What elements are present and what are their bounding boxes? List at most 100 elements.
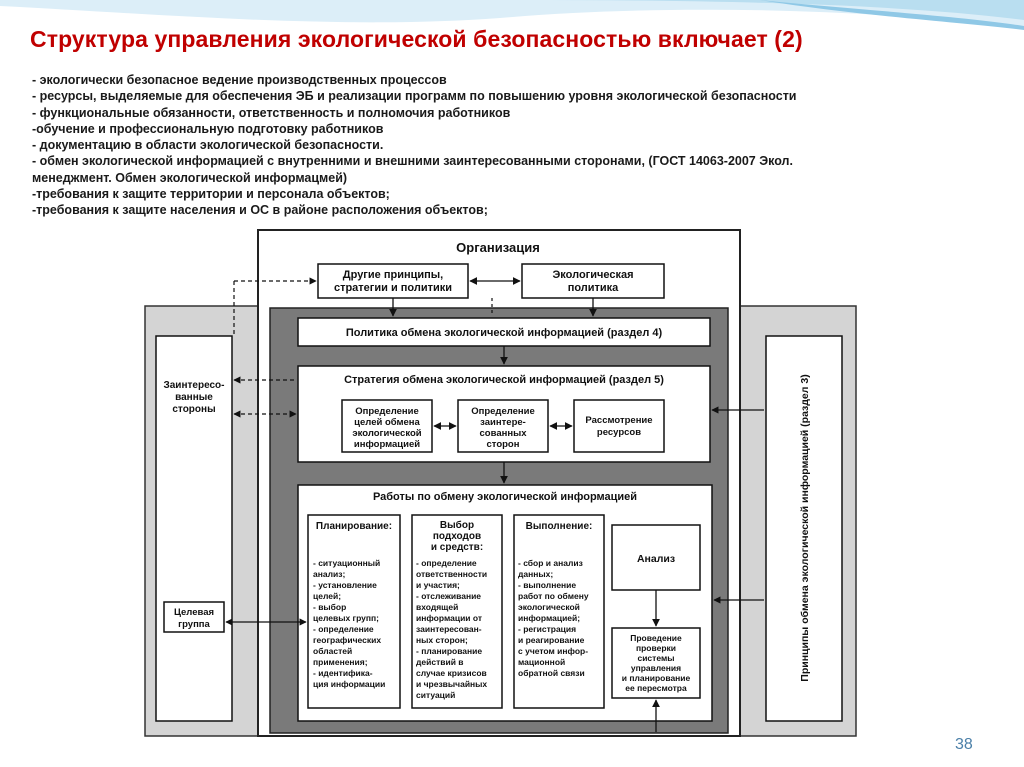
execution-line: с учетом инфор- xyxy=(518,646,588,656)
bullet-item: -обучение и профессиональную подготовку … xyxy=(32,121,384,136)
execution-line: информацией; xyxy=(518,613,580,623)
bullet-item: -требования к защите населения и ОС в ра… xyxy=(32,203,488,218)
policy-exchange-box xyxy=(297,317,711,347)
review-line: системы xyxy=(637,653,674,663)
target-group-line: Целевая xyxy=(174,607,214,618)
planning-line: ция информации xyxy=(313,679,385,689)
strategy-goals-line: экологической xyxy=(352,428,421,439)
execution-line: и реагирование xyxy=(518,635,585,645)
target-group-line: группа xyxy=(178,619,210,630)
choice-title-line: подходов xyxy=(433,531,481,542)
execution-line: - выполнение xyxy=(518,580,576,590)
choice-line: действий в xyxy=(416,657,464,667)
bullet-item: менеджмент. Обмен экологической информац… xyxy=(32,170,348,185)
execution-lines: - сбор и анализ данных; - выполнение раб… xyxy=(518,558,589,678)
planning-line: применения; xyxy=(313,657,368,667)
execution-line: - регистрация xyxy=(518,624,576,634)
other-principles-box xyxy=(317,263,469,299)
execution-line: обратной связи xyxy=(518,668,585,678)
page-number: 38 xyxy=(955,736,973,753)
other-principles-line: стратегии и политики xyxy=(334,282,452,294)
principles-vertical-label: Принципы обмена экологической информацие… xyxy=(799,374,811,681)
bullet-list: - экологически безопасное ведение произв… xyxy=(32,72,932,219)
analysis-label: Анализ xyxy=(637,553,675,565)
strategy-resources-box xyxy=(573,399,665,453)
planning-line: - идентифика- xyxy=(313,668,373,678)
strategy-goals-line: целей обмена xyxy=(354,417,420,428)
policy-exchange-label: Политика обмена экологической информацие… xyxy=(346,327,663,339)
choice-line: - определение xyxy=(416,558,477,568)
execution-line: - сбор и анализ xyxy=(518,558,583,568)
planning-line: - выбор xyxy=(313,602,346,612)
strategy-title: Стратегия обмена экологической информаци… xyxy=(344,374,664,386)
execution-line: экологической xyxy=(518,602,580,612)
strategy-parties-box xyxy=(457,399,549,453)
review-line: и планирование xyxy=(622,673,691,683)
stakeholders-line: Заинтересо- xyxy=(163,380,224,391)
strategy-resources-line: ресурсов xyxy=(597,427,641,438)
review-box xyxy=(611,627,701,699)
choice-line: ответственности xyxy=(416,569,487,579)
planning-line: областей xyxy=(313,646,352,656)
strategy-goals-line: Определение xyxy=(355,406,419,417)
strategy-parties-line: Определение xyxy=(471,406,535,417)
choice-box xyxy=(411,514,503,709)
execution-line: мационной xyxy=(518,657,565,667)
execution-line: работ по обмену xyxy=(518,591,589,601)
stakeholders-line: стороны xyxy=(172,404,215,415)
planning-line: - установление xyxy=(313,580,377,590)
strategy-goals-line: информацией xyxy=(354,439,420,450)
stakeholders-box xyxy=(155,335,233,722)
review-line: управления xyxy=(631,663,681,673)
strategy-parties-line: заинтере- xyxy=(480,417,526,428)
choice-line: заинтересован- xyxy=(416,624,482,634)
planning-line: анализ; xyxy=(313,569,345,579)
analysis-box xyxy=(611,524,701,591)
bullet-item: -требования к защите территории и персон… xyxy=(32,187,390,202)
bullet-item: - документацию в области экологической б… xyxy=(32,138,384,153)
execution-title: Выполнение: xyxy=(526,521,593,532)
review-line: проверки xyxy=(636,643,676,653)
choice-line: - планирование xyxy=(416,646,482,656)
strategy-parties-line: сованных xyxy=(480,428,528,439)
other-principles-line: Другие принципы, xyxy=(343,269,443,281)
bullet-item: - ресурсы, выделяемые для обеспечения ЭБ… xyxy=(32,89,797,104)
choice-line: и чрезвычайных xyxy=(416,679,487,689)
bullet-item: - функциональные обязанности, ответствен… xyxy=(32,105,511,120)
works-title: Работы по обмену экологической информаци… xyxy=(373,491,637,503)
bullet-item: - обмен экологической информацией с внут… xyxy=(32,154,793,169)
planning-title: Планирование: xyxy=(316,521,392,532)
choice-line: ных сторон; xyxy=(416,635,468,645)
stakeholders-line: ванные xyxy=(175,392,213,403)
execution-line: данных; xyxy=(518,569,553,579)
eco-policy-line: политика xyxy=(568,282,619,294)
header-wave-decoration xyxy=(0,0,1024,30)
slide-title: Структура управления экологической безоп… xyxy=(30,26,803,52)
planning-line: - определение xyxy=(313,624,374,634)
choice-line: и участия; xyxy=(416,580,460,590)
choice-line: информации от xyxy=(416,613,482,623)
strategy-parties-line: сторон xyxy=(487,439,520,450)
organization-label: Организация xyxy=(456,240,540,255)
choice-line: входящей xyxy=(416,602,458,612)
principles-box xyxy=(765,335,843,722)
strategy-goals-box xyxy=(341,399,433,453)
choice-line: случае кризисов xyxy=(416,668,487,678)
review-line: ее пересмотра xyxy=(625,683,687,693)
choice-line: - отслеживание xyxy=(416,591,481,601)
strategy-resources-line: Рассмотрение xyxy=(585,415,652,426)
bullet-item: - экологически безопасное ведение произв… xyxy=(32,73,447,87)
planning-line: целей; xyxy=(313,591,341,601)
choice-line: ситуаций xyxy=(416,690,455,700)
planning-box xyxy=(307,514,401,709)
planning-line: - ситуационный xyxy=(313,558,380,568)
eco-policy-line: Экологическая xyxy=(552,269,633,281)
review-line: Проведение xyxy=(630,633,682,643)
planning-line: географических xyxy=(313,635,381,645)
execution-box xyxy=(513,514,605,709)
planning-lines: - ситуационный анализ; - установление це… xyxy=(313,558,385,689)
choice-title-line: Выбор xyxy=(440,519,474,531)
choice-title-line: и средств: xyxy=(431,542,483,553)
target-group-box xyxy=(163,601,225,633)
